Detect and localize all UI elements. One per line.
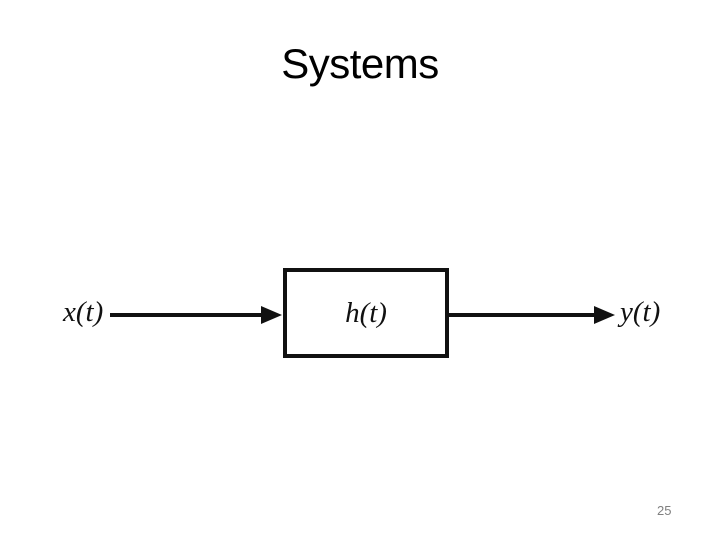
slide-title: Systems — [281, 40, 439, 87]
output-arrow — [449, 306, 615, 324]
impulse-response-label: h(t) — [345, 296, 387, 329]
right-arrowhead-icon — [594, 306, 615, 324]
slide-page-number: 25 — [657, 503, 672, 518]
output-signal-label: y(t) — [620, 296, 661, 328]
system-block: h(t) — [283, 268, 449, 358]
input-arrow — [110, 306, 282, 324]
right-arrowhead-icon — [261, 306, 282, 324]
input-arrow-line — [110, 313, 266, 317]
output-arrow-line — [449, 313, 599, 317]
input-signal-label: x(t) — [63, 296, 104, 328]
